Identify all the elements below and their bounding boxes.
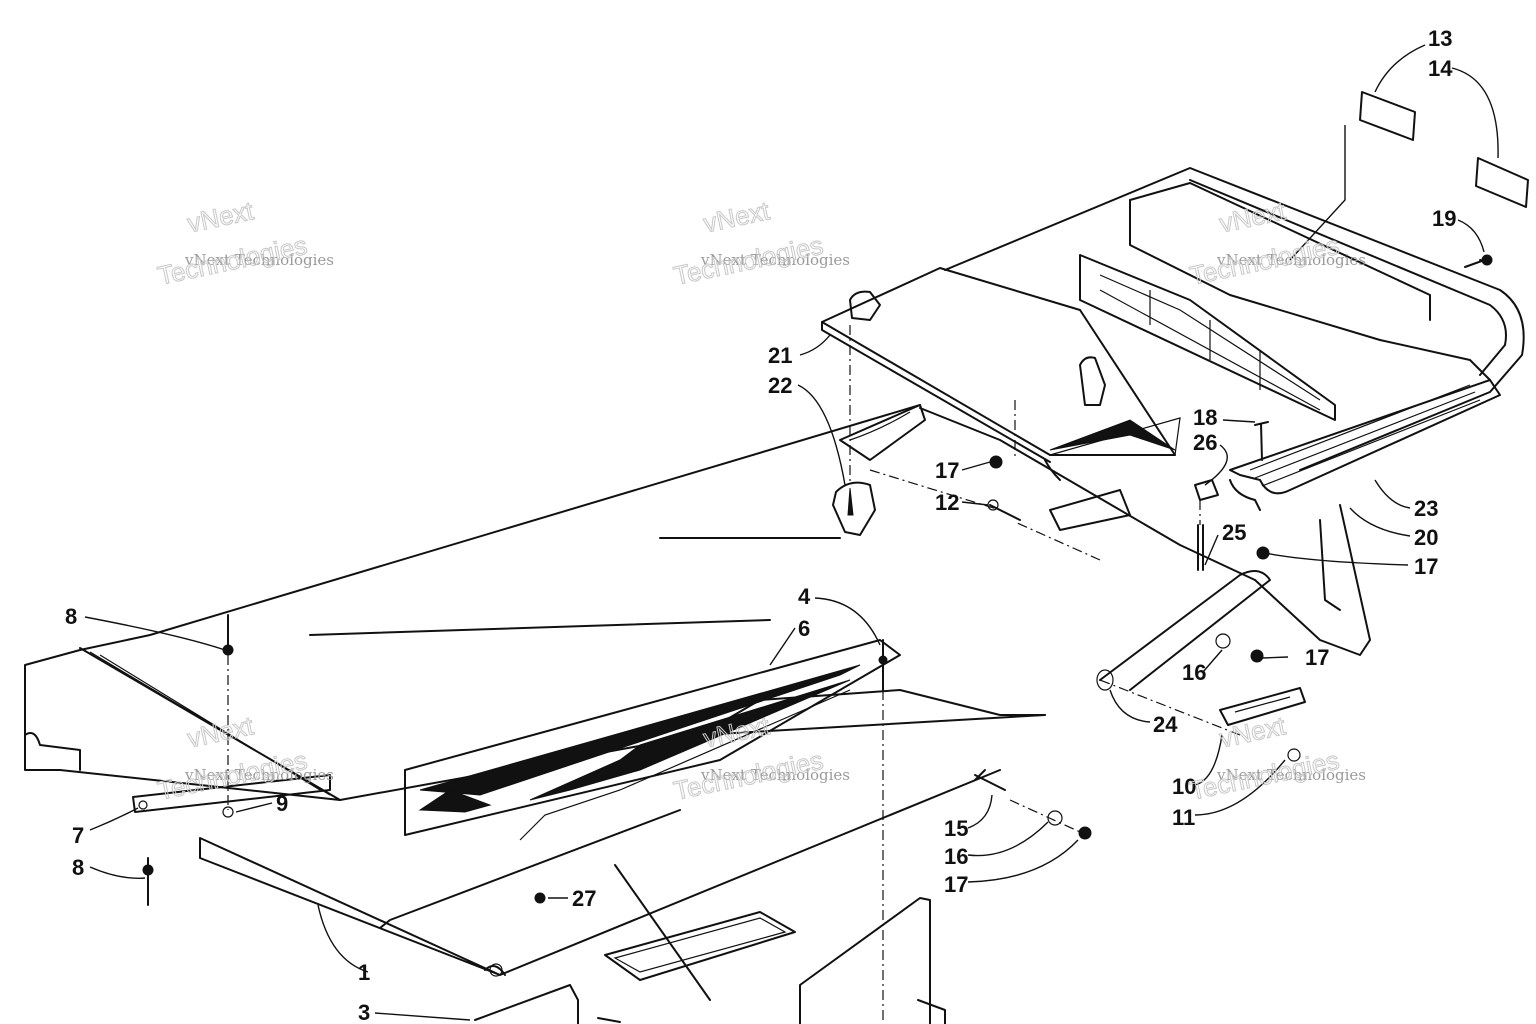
callout-4: 4 <box>798 584 811 609</box>
callout-20: 20 <box>1414 525 1438 550</box>
callout-15: 15 <box>944 816 968 841</box>
callout-11: 11 <box>1172 805 1195 830</box>
callout-18: 18 <box>1193 405 1217 430</box>
watermark-text: vNext Technologies <box>1216 251 1366 269</box>
callout-17-right: 17 <box>1414 554 1438 579</box>
callout-26: 26 <box>1193 430 1217 455</box>
watermark-brand: vNext <box>701 195 773 238</box>
callout-24: 24 <box>1153 712 1178 737</box>
callout-27: 27 <box>572 886 596 911</box>
callout-17-top: 17 <box>935 458 959 483</box>
callout-14: 14 <box>1428 56 1453 81</box>
watermark-text: vNext Technologies <box>184 251 334 269</box>
tunnel-panel <box>24 404 1256 977</box>
callout-7: 7 <box>72 823 84 848</box>
watermark-brand: vNext <box>1217 195 1289 238</box>
watermark-text: vNext Technologies <box>700 766 850 784</box>
watermark-text: vNext Technologies <box>1216 766 1366 784</box>
callout-1: 1 <box>358 960 370 985</box>
side-decal <box>404 639 901 841</box>
callout-16-right: 16 <box>1182 660 1206 685</box>
callout-17-bottom: 17 <box>944 872 968 897</box>
watermark-text: vNext Technologies <box>700 251 850 269</box>
callout-8-top: 8 <box>65 604 77 629</box>
callout-25: 25 <box>1222 520 1246 545</box>
watermark-tech: Technologies <box>155 230 310 291</box>
callout-19: 19 <box>1432 206 1456 231</box>
watermark-midleft: vNext vNext Technologies Technologies <box>155 710 335 807</box>
watermark-topcenter: vNext vNext Technologies Technologies <box>671 195 851 292</box>
callout-9: 9 <box>276 791 288 816</box>
callout-6: 6 <box>798 616 810 641</box>
callout-13: 13 <box>1428 26 1452 51</box>
callout-16-bottom: 16 <box>944 844 968 869</box>
watermark-topleft: vNext vNext Technologies Technologies <box>155 195 335 292</box>
rear-bumper-assembly <box>944 167 1525 656</box>
watermark-text: vNext Technologies <box>184 766 334 784</box>
callout-22: 22 <box>768 373 792 398</box>
callout-12: 12 <box>935 490 959 515</box>
watermark-midright: vNext vNext Technologies Technologies <box>1187 710 1367 807</box>
foot-plates <box>474 864 946 1024</box>
callout-23: 23 <box>1414 496 1438 521</box>
watermark-tech: Technologies <box>1187 745 1342 806</box>
callout-17-mid: 17 <box>1305 645 1329 670</box>
watermark-brand: vNext <box>185 195 257 238</box>
callout-10: 10 <box>1172 774 1196 799</box>
watermark-tech: Technologies <box>671 230 826 291</box>
watermark-tech: Technologies <box>671 745 826 806</box>
callout-3: 3 <box>358 1000 370 1024</box>
hardware-parts <box>534 254 1493 904</box>
watermark-tech: Technologies <box>1187 230 1342 291</box>
callout-8-bottom: 8 <box>72 855 84 880</box>
callout-21: 21 <box>768 343 792 368</box>
leader-lines <box>84 44 1499 1021</box>
assembly-lines <box>227 325 1241 1024</box>
heat-exchanger <box>821 267 1181 481</box>
callout-labels: 13 14 19 21 22 18 26 17 12 23 20 17 25 4… <box>65 26 1456 1024</box>
tail-flap <box>832 404 926 536</box>
reflector-decals <box>1359 91 1529 208</box>
watermark-brand: vNext <box>1217 710 1289 753</box>
